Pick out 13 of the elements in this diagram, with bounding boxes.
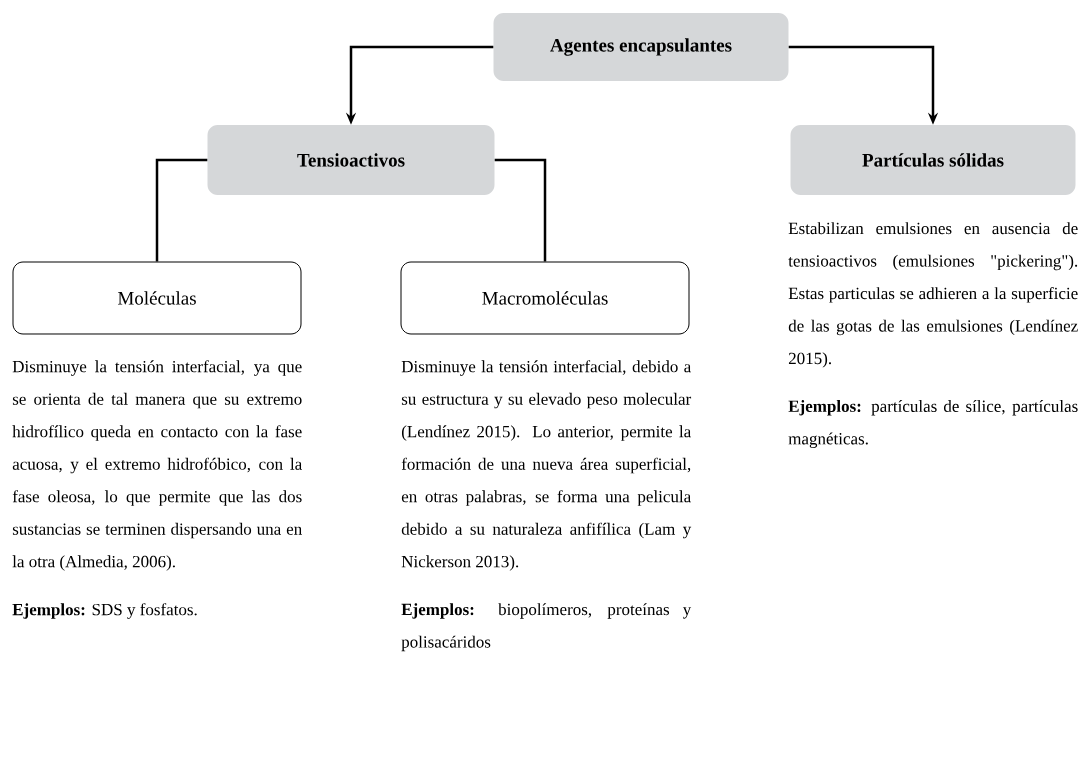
description-text: Disminuye la tensión interfacial, debido a su estructura y su elevado peso molecular (Lendínez 2015). Lo anterior, permite la formación de una nueva área superficial, en otras palabras, se forma una pelicula debido a su naturaleza anfifílica (Lam y Nickerson 2013). xyxy=(401,360,692,571)
description-text: Ejemplos: partículas de sílice, partículas magnéticas. xyxy=(788,400,1078,448)
subcategory-box: Moléculas xyxy=(12,261,302,335)
category-box: Tensioactivos xyxy=(207,125,495,195)
subcategory-box: Macromoléculas xyxy=(400,261,690,335)
category-box: Agentes encapsulantes xyxy=(493,13,789,81)
description-text: Disminuye la tensión interfacial, ya que se orienta de tal manera que su extremo hidrofílico queda en contacto con la fase acuosa, y el extremo hidrofóbico, con la fase oleosa, lo que permite que las dos sustancias se terminen dispersando una en la otra (Almedia, 2006). xyxy=(12,360,302,571)
description-text: Ejemplos: SDS y fosfatos. xyxy=(12,603,197,619)
connector-line xyxy=(155,158,208,262)
description-text: Ejemplos: biopolímeros, proteínas y polisacáridos xyxy=(401,603,692,652)
description-text: Estabilizan emulsiones en ausencia de tensioactivos (emulsiones "pickering"). Estas particulas se adhieren a la superficie de las gotas de las emulsiones (Lendínez 2015). xyxy=(788,222,1078,368)
category-box: Partículas sólidas xyxy=(790,125,1076,195)
connector-line xyxy=(494,158,547,262)
